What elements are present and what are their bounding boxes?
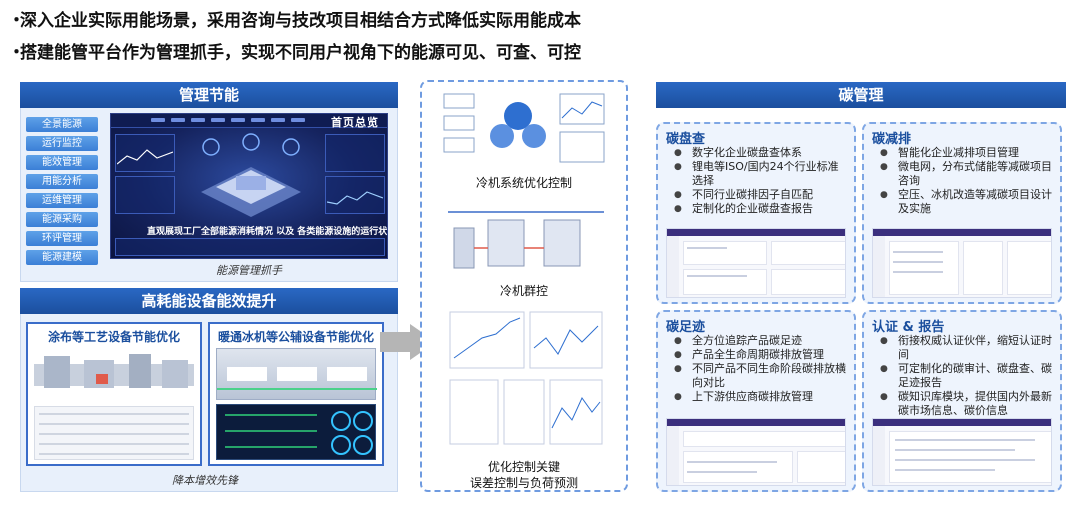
list-item: 衔接权威认证伙伴，缩短认证时间 — [872, 334, 1054, 362]
list-item: 产品全生命周期碳排放管理 — [666, 348, 848, 362]
coating-process-box: 涂布等工艺设备节能优化 — [26, 322, 202, 466]
carbon-footprint-list: 全方位追踪产品碳足迹 产品全生命周期碳排放管理 不同产品不同生命阶段碳排放横向对… — [666, 334, 848, 404]
headline-1-text: 深入企业实际用能场景，采用咨询与技改项目相结合方式降低实际用能成本 — [20, 11, 581, 31]
carbon-reduction-list: 智能化企业减排项目管理 微电网，分布式储能等减碳项目咨询 空压、冰机改造等减碳项… — [872, 146, 1054, 216]
optimization-key-label: 优化控制关键 — [487, 460, 560, 474]
factory-3d-model-icon — [201, 133, 301, 217]
carbon-inventory-box: 碳盘查 数字化企业碳盘查体系 锂电等ISO/国内24个行业标准选择 不同行业碳排… — [656, 122, 856, 304]
dashboard-caption: 直观展现工厂全部能源消耗情况 以及 各类能源设施的运行状况 — [147, 227, 388, 237]
certification-report-list: 衔接权威认证伙伴，缩短认证时间 可定制化的碳审计、碳盘查、碳足迹报告 碳知识库模… — [872, 334, 1054, 418]
headline-1: ・深入企业实际用能场景，采用咨询与技改项目相结合方式降低实际用能成本 — [8, 6, 581, 31]
list-item: 全方位追踪产品碳足迹 — [666, 334, 848, 348]
dashboard-bottom-strip — [115, 238, 385, 256]
list-item: 智能化企业减排项目管理 — [872, 146, 1054, 160]
hvac-chiller-title: 暖通冰机等公辅设备节能优化 — [217, 330, 374, 344]
error-forecast-label: 误差控制与负荷预测 — [469, 476, 578, 490]
list-item: 不同产品不同生命阶段碳排放横向对比 — [666, 362, 848, 390]
carbon-reduction-screenshot — [872, 228, 1052, 298]
carbon-footprint-box: 碳足迹 全方位追踪产品碳足迹 产品全生命周期碳排放管理 不同产品不同生命阶段碳排… — [656, 310, 856, 492]
menu-item-environment[interactable]: 环评管理 — [26, 231, 98, 246]
menu-item-analysis[interactable]: 用能分析 — [26, 174, 98, 189]
headline-2-text: 搭建能管平台作为管理抓手，实现不同用户视角下的能源可见、可查、可控 — [20, 43, 581, 63]
high-energy-header: 高耗能设备能效提升 — [20, 288, 398, 314]
dashboard-card — [115, 176, 175, 214]
chiller-3d-model — [216, 348, 377, 400]
list-item: 微电网，分布式储能等减碳项目咨询 — [872, 160, 1054, 188]
list-item: 锂电等ISO/国内24个行业标准选择 — [666, 160, 848, 188]
production-line-icon — [34, 354, 194, 388]
chiller-group-diagram — [448, 198, 604, 278]
arrow-right-icon — [380, 332, 410, 352]
optimization-charts — [446, 308, 606, 450]
certification-report-box: 认证 & 报告 衔接权威认证伙伴，缩短认证时间 可定制化的碳审计、碳盘查、碳足迹… — [862, 310, 1062, 492]
process-data-table — [34, 406, 194, 460]
menu-item-panorama[interactable]: 全景能源 — [26, 117, 98, 132]
dashboard-card — [325, 134, 385, 172]
chiller-optimization-label: 冷机系统优化控制 — [475, 176, 572, 190]
carbon-footprint-screenshot — [666, 418, 846, 486]
line-chart-icon — [327, 191, 383, 205]
chiller-group-label: 冷机群控 — [499, 284, 548, 298]
hvac-chiller-box: 暖通冰机等公辅设备节能优化 — [208, 322, 384, 466]
carbon-inventory-screenshot — [666, 228, 846, 298]
carbon-reduction-box: 碳减排 智能化企业减排项目管理 微电网，分布式储能等减碳项目咨询 空压、冰机改造… — [862, 122, 1062, 304]
bullet-glyph: ・ — [8, 11, 25, 31]
carbon-header: 碳管理 — [656, 82, 1066, 108]
list-item: 可定制化的碳审计、碳盘查、碳足迹报告 — [872, 362, 1054, 390]
energy-dashboard-screenshot: 首页总览 直观展现工厂全部能源消耗情况 以及 各类能源设施的运行状况 — [110, 113, 388, 259]
management-header: 管理节能 — [20, 82, 398, 108]
headline-2: ・搭建能管平台作为管理抓手，实现不同用户视角下的能源可见、可查、可控 — [8, 38, 581, 63]
coating-process-title: 涂布等工艺设备节能优化 — [47, 330, 180, 344]
menu-item-efficiency[interactable]: 能效管理 — [26, 155, 98, 170]
list-item: 数字化企业碳盘查体系 — [666, 146, 848, 160]
high-energy-caption: 降本增效先锋 — [172, 474, 238, 487]
dashboard-card — [115, 134, 175, 172]
dashboard-title: 首页总览 — [331, 116, 379, 129]
carbon-inventory-list: 数字化企业碳盘查体系 锂电等ISO/国内24个行业标准选择 不同行业碳排因子自匹… — [666, 146, 848, 216]
chiller-control-screen — [216, 404, 376, 460]
chiller-system-diagram — [440, 88, 610, 170]
certification-report-screenshot — [872, 418, 1052, 486]
line-chart-icon — [117, 149, 173, 165]
bullet-glyph: ・ — [8, 43, 25, 63]
carbon-reduction-title: 碳减排 — [872, 132, 912, 147]
dashboard-topbar — [111, 114, 387, 128]
list-item: 空压、冰机改造等减碳项目设计及实施 — [872, 188, 1054, 216]
list-item: 碳知识库模块，提供国内外最新碳市场信息、碳价信息 — [872, 390, 1054, 418]
menu-item-maintenance[interactable]: 运维管理 — [26, 193, 98, 208]
list-item: 不同行业碳排因子自匹配 — [666, 188, 848, 202]
carbon-footprint-title: 碳足迹 — [666, 320, 706, 335]
certification-report-title: 认证 & 报告 — [872, 320, 945, 335]
menu-item-modeling[interactable]: 能源建模 — [26, 250, 98, 265]
list-item: 定制化的企业碳盘查报告 — [666, 202, 848, 216]
list-item: 上下游供应商碳排放管理 — [666, 390, 848, 404]
menu-item-procurement[interactable]: 能源采购 — [26, 212, 98, 227]
management-caption: 能源管理抓手 — [216, 264, 282, 277]
menu-item-monitor[interactable]: 运行监控 — [26, 136, 98, 151]
carbon-inventory-title: 碳盘查 — [666, 132, 706, 147]
